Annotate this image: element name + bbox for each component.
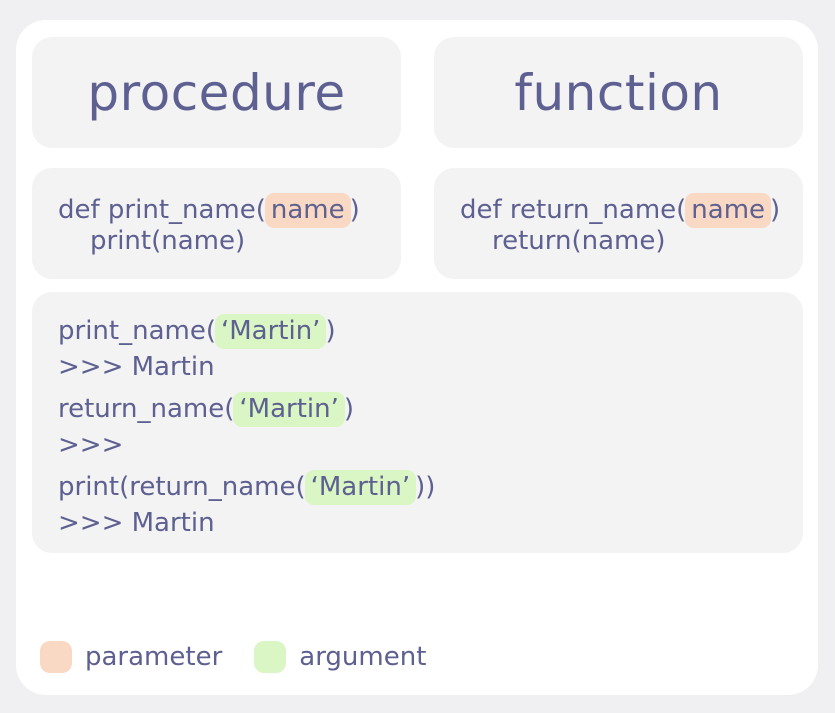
function-def-line: def return_name(name)	[460, 193, 783, 228]
code-text: )	[343, 394, 355, 424]
code-text: return_name(	[58, 394, 235, 424]
example-output-line: >>> Martin	[58, 352, 215, 382]
example-group-print-name: print_name(‘Martin’) >>> Martin	[58, 313, 783, 385]
code-text: print_name(	[58, 316, 216, 346]
example-call-line: print(return_name(‘Martin’))	[58, 469, 783, 505]
parameter-highlight: name	[264, 193, 351, 228]
examples-panel: print_name(‘Martin’) >>> Martin return_n…	[32, 292, 803, 553]
argument-highlight: ‘Martin’	[233, 392, 345, 427]
example-call-line: return_name(‘Martin’)	[58, 391, 783, 427]
function-title: function	[514, 63, 723, 122]
legend-item-argument: argument	[254, 641, 426, 673]
procedure-body-line: print(name)	[90, 226, 246, 256]
function-code-panel: def return_name(name) return(name)	[434, 168, 803, 279]
code-text: )	[770, 195, 781, 225]
example-group-return-name: return_name(‘Martin’) >>>	[58, 391, 783, 463]
parameter-highlight: name	[685, 193, 772, 228]
code-text: def return_name(	[460, 195, 687, 225]
legend-label-argument: argument	[299, 642, 427, 672]
code-text: )	[349, 195, 360, 225]
procedure-title: procedure	[87, 63, 346, 122]
procedure-code-panel: def print_name(name) print(name)	[32, 168, 401, 279]
code-text: print(return_name(	[58, 472, 306, 502]
parameter-swatch	[40, 641, 72, 673]
example-output-line: >>>	[58, 430, 124, 460]
example-call-line: print_name(‘Martin’)	[58, 313, 783, 349]
example-output-line: >>> Martin	[58, 508, 215, 538]
procedure-header-panel: procedure	[32, 37, 401, 148]
argument-highlight: ‘Martin’	[214, 314, 327, 349]
procedure-def-line: def print_name(name)	[58, 193, 381, 228]
diagram-card: procedure function def print_name(name) …	[16, 20, 818, 695]
code-text: ))	[415, 472, 436, 502]
legend-label-parameter: parameter	[85, 642, 223, 672]
legend-item-parameter: parameter	[40, 641, 222, 673]
argument-highlight: ‘Martin’	[304, 470, 417, 505]
argument-swatch	[254, 641, 287, 673]
example-group-print-return-name: print(return_name(‘Martin’)) >>> Martin	[58, 469, 783, 541]
comparison-grid: procedure function def print_name(name) …	[32, 37, 803, 279]
function-header-panel: function	[434, 37, 803, 148]
code-text: def print_name(	[58, 195, 266, 225]
function-body-line: return(name)	[492, 226, 666, 256]
legend: parameter argument	[40, 641, 426, 673]
code-text: )	[325, 316, 336, 346]
